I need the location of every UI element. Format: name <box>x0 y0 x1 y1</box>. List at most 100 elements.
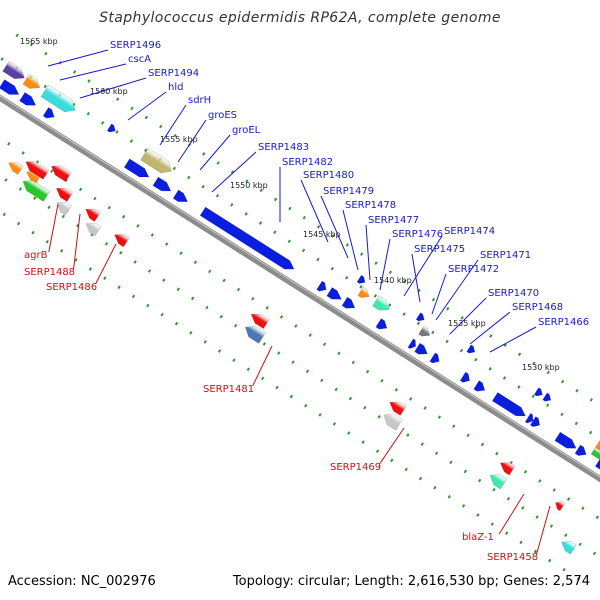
callout-line <box>489 326 537 353</box>
track-dots <box>15 33 600 408</box>
callout-line <box>342 209 359 271</box>
tick-label: 1530 kbp <box>522 363 560 372</box>
gene-forward-green <box>590 447 600 471</box>
gene-label: SERP1469 <box>330 462 381 473</box>
gene-label: SERP1482 <box>282 157 333 168</box>
gene-label: SERP1471 <box>480 250 531 261</box>
tick-label: 1565 kbp <box>20 37 58 46</box>
gene-label: SERP1472 <box>448 264 499 275</box>
tick-label: 1555 kbp <box>160 135 198 144</box>
gene-reverse-red <box>85 208 101 222</box>
gene-label: SERP1488 <box>24 267 75 278</box>
gene-serp1476 <box>372 295 390 311</box>
callout-line <box>431 273 447 315</box>
gene-label: groES <box>208 110 237 121</box>
gene-label: sdrH <box>188 95 211 106</box>
callout-line <box>73 213 81 270</box>
gene-label: SERP1475 <box>414 244 465 255</box>
gene-forward-blue <box>429 352 440 364</box>
gene-label: SERP1496 <box>110 40 161 51</box>
gene-serp1488 <box>22 180 51 202</box>
gene-blaz1 <box>489 474 508 490</box>
gene-groel <box>140 147 172 174</box>
gene-label: groEL <box>232 125 261 136</box>
gene-forward-blue <box>42 107 55 119</box>
map-title: Staphylococcus epidermidis RP62A, comple… <box>99 10 501 26</box>
gene-label: agrB <box>24 250 48 261</box>
gene-label: SERP1481 <box>203 384 254 395</box>
callout-line <box>379 238 391 291</box>
gene-label: cscA <box>128 54 151 65</box>
gene-forward-blue <box>326 287 342 300</box>
accession-text: Accession: NC_002976 <box>8 574 156 589</box>
callout-line <box>127 91 167 121</box>
track-dots <box>0 174 600 559</box>
gene-serp1472 <box>418 325 431 337</box>
gene-forward-blue <box>473 380 486 392</box>
gene-reverse-red <box>389 401 407 416</box>
gene-reverse-red <box>51 165 72 182</box>
callout-line <box>300 179 329 243</box>
gene-reverse-cyan <box>561 541 577 555</box>
callout-line <box>177 119 207 163</box>
callout-line <box>536 505 551 555</box>
callout-line <box>79 77 147 99</box>
gene-serp1486 <box>56 202 72 216</box>
tick-label: 1535 kbp <box>448 319 486 328</box>
gene-label: SERP1476 <box>392 229 443 240</box>
track-dots <box>0 57 600 441</box>
gene-label: SERP1486 <box>46 282 97 293</box>
callout-line <box>365 224 371 281</box>
callout-line <box>379 427 405 465</box>
gene-small-blue <box>534 387 543 397</box>
callout-line <box>411 253 421 303</box>
gene-small-blue <box>356 274 366 284</box>
callout-line <box>59 63 127 81</box>
callout-line <box>320 195 349 259</box>
callout-line <box>48 203 59 253</box>
gene-forward-blue <box>414 342 428 355</box>
callout-line <box>449 297 487 335</box>
gene-label: SERP1483 <box>258 142 309 153</box>
gene-reverse-red <box>25 161 50 180</box>
gene-reverse-red <box>56 187 74 202</box>
gene-serp1458 <box>555 501 566 512</box>
tick-label: 1545 kbp <box>303 230 341 239</box>
gene-forward-blue <box>554 431 577 449</box>
gene-label: SERP1468 <box>512 302 563 313</box>
gene-serp1478 <box>357 286 370 298</box>
gene-forward-blue <box>19 92 37 106</box>
gene-label: SERP1474 <box>444 226 495 237</box>
gene-serp1469 <box>383 413 403 431</box>
callout-line <box>435 259 479 321</box>
gene-forward-blue <box>0 79 20 95</box>
callout-line <box>95 243 117 285</box>
gene-label: blaZ-1 <box>462 532 494 543</box>
gene-forward-blue <box>524 413 534 424</box>
callout-line <box>469 311 511 345</box>
gene-reverse-red <box>500 462 516 476</box>
tick-label: 1560 kbp <box>90 87 128 96</box>
gene-reverse-red <box>250 313 270 329</box>
gene-small-blue <box>542 392 552 402</box>
callout-line <box>47 49 109 67</box>
gene-label: SERP1470 <box>488 288 539 299</box>
callout-line <box>252 345 273 387</box>
callout-line <box>199 134 231 171</box>
gene-forward-blue <box>594 457 600 474</box>
track-dots <box>0 209 592 588</box>
gene-label: SERP1466 <box>538 317 589 328</box>
tick-label: 1540 kbp <box>374 276 412 285</box>
gene-serp1496 <box>2 60 25 80</box>
gene-label: hld <box>168 82 183 93</box>
gene-forward-blue <box>375 318 388 330</box>
gene-forward-blue <box>152 176 172 192</box>
gene-label: SERP1458 <box>487 552 538 563</box>
callout-line <box>159 104 187 146</box>
gene-serp1494 <box>40 84 76 113</box>
gene-small-blue <box>466 344 476 354</box>
gene-forward-blue <box>407 338 416 349</box>
gene-forward-blue <box>459 371 470 383</box>
